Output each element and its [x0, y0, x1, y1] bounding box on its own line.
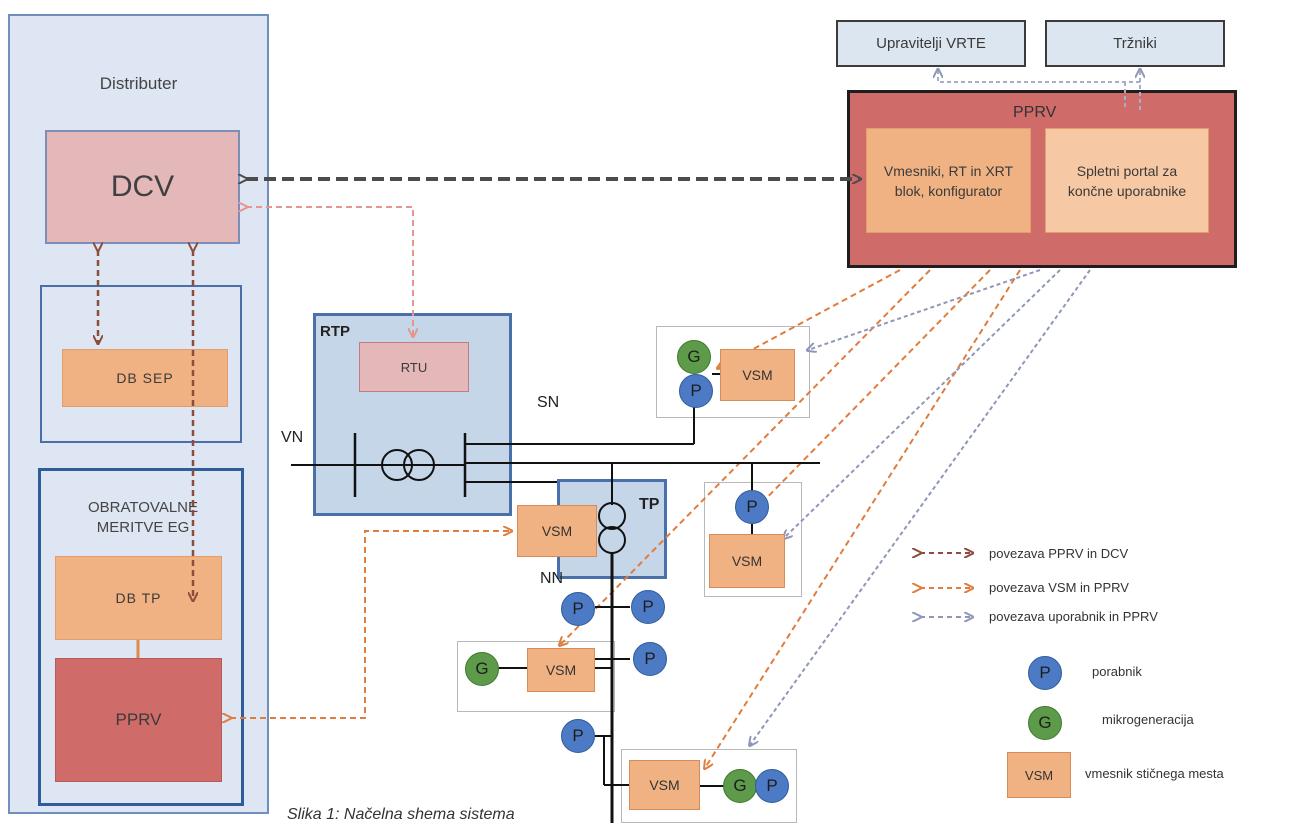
measurements-title-line2: MERITVE EG — [96, 519, 190, 536]
traders-box: Tržniki — [1045, 20, 1225, 67]
measurements-title: OBRATOVALNE MERITVE EG — [40, 498, 246, 538]
legend-link-user-pprv: povezava uporabnik in PPRV — [989, 609, 1158, 624]
link-vsm-pprv-4 — [705, 269, 1021, 768]
consumer-icon: P — [735, 490, 769, 524]
vrte-managers-box: Upravitelji VRTE — [836, 20, 1026, 67]
link-pprv-vsm-tp — [230, 531, 511, 718]
vsm-box-4: VSM — [629, 760, 700, 810]
link-vsm-pprv-3 — [745, 269, 991, 520]
link-user-pprv-1 — [808, 269, 1041, 350]
rtu-box: RTU — [359, 342, 469, 392]
consumer-icon: P — [631, 590, 665, 624]
sn-label: SN — [537, 394, 560, 411]
generator-icon: G — [677, 340, 711, 374]
vsm-box-2: VSM — [709, 534, 785, 588]
link-user-pprv-2 — [784, 269, 1061, 538]
distributor-title: Distributer — [99, 74, 178, 93]
vsm-box-tp: VSM — [517, 505, 597, 557]
consumer-icon: P — [679, 374, 713, 408]
link-user-pprv-3 — [750, 269, 1091, 745]
db-sep-box: DB SEP — [62, 349, 228, 407]
dcv-box: DCV — [45, 130, 240, 244]
vsm-box-3: VSM — [527, 648, 595, 692]
legend-vsm-box: VSM — [1007, 752, 1071, 798]
vn-label: VN — [281, 429, 304, 446]
legend-consumer-icon: P — [1028, 656, 1062, 690]
interfaces-block: Vmesniki, RT in XRT blok, konfigurator — [866, 128, 1031, 233]
pprv-local-box: PPRV — [55, 658, 222, 782]
legend-vsm-label: vmesnik stičnega mesta — [1085, 766, 1224, 781]
link-dcv-rtu — [246, 207, 413, 336]
link-vsm-pprv-2 — [560, 269, 931, 645]
vsm-box-1: VSM — [720, 349, 795, 401]
figure-caption: Slika 1: Načelna shema sistema — [287, 806, 515, 823]
measurements-title-line1: OBRATOVALNE — [87, 499, 199, 516]
legend-link-vsm-pprv: povezava VSM in PPRV — [989, 580, 1129, 595]
pprv-main-label: PPRV — [1013, 104, 1057, 121]
consumer-icon: P — [755, 769, 789, 803]
consumer-icon: P — [633, 642, 667, 676]
consumer-icon: P — [561, 592, 595, 626]
consumer-icon: P — [561, 719, 595, 753]
web-portal-block: Spletni portal za končne uporabnike — [1045, 128, 1209, 233]
legend-generator-label: mikrogeneracija — [1102, 712, 1194, 727]
legend-consumer-label: porabnik — [1092, 664, 1142, 679]
tp-label: TP — [639, 496, 660, 513]
nn-label: NN — [540, 570, 564, 587]
legend-generator-icon: G — [1028, 706, 1062, 740]
generator-icon: G — [465, 652, 499, 686]
legend-link-pprv-dcv: povezava PPRV in DCV — [989, 546, 1129, 561]
link-pprv-externals — [938, 70, 1141, 110]
generator-icon: G — [723, 769, 757, 803]
